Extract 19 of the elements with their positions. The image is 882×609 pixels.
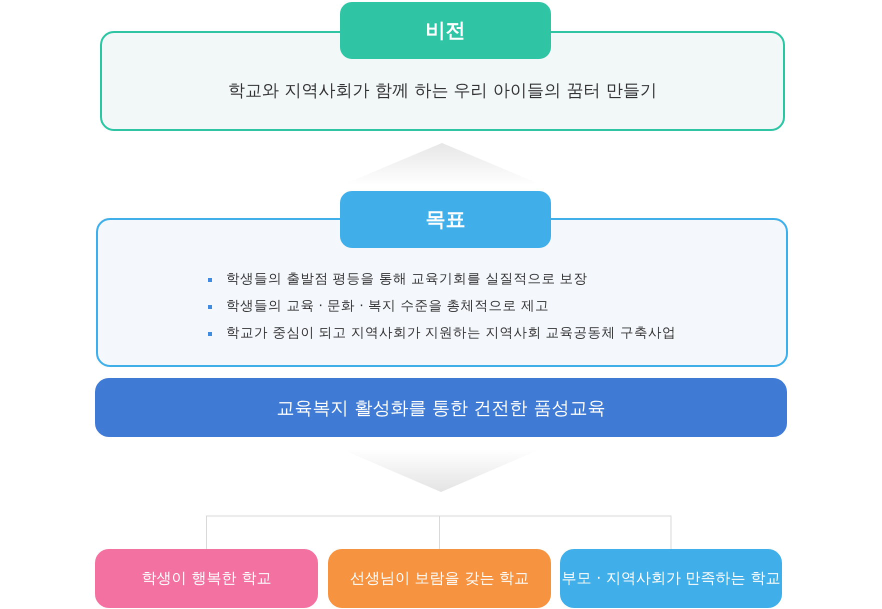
rounded-box (95, 549, 318, 608)
connector-line (438, 516, 440, 550)
goal-label: 학생이 행복한 학교 (142, 569, 272, 588)
heading-tab (340, 2, 551, 59)
bullet-item: 학생들의 출발점 평등을 통해 교육기회를 실질적으로 보장 (208, 266, 676, 293)
bullet-item: 학교가 중심이 되고 지역사회가 지원하는 지역사회 교육공동체 구축사업 (208, 320, 676, 347)
goal-label: 부모 · 지역사회가 만족하는 학교 (562, 569, 780, 588)
rounded-box (560, 549, 782, 608)
heading-text: 목표 (426, 206, 466, 233)
heading-tab (340, 191, 551, 248)
bullet-item: 학생들의 교육 · 문화 · 복지 수준을 총체적으로 제고 (208, 293, 676, 320)
vision-text: 학교와 지역사회가 함께 하는 우리 아이들의 꿈터 만들기 (228, 80, 657, 102)
connector-line (438, 516, 672, 550)
banner-text: 교육복지 활성화를 통한 건전한 품성교육 (276, 396, 606, 420)
connector-line (206, 516, 440, 550)
goal-label: 선생님이 보람을 갖는 학교 (350, 569, 530, 588)
banner (95, 378, 787, 437)
rounded-box (328, 549, 551, 608)
heading-text: 비전 (426, 17, 466, 44)
